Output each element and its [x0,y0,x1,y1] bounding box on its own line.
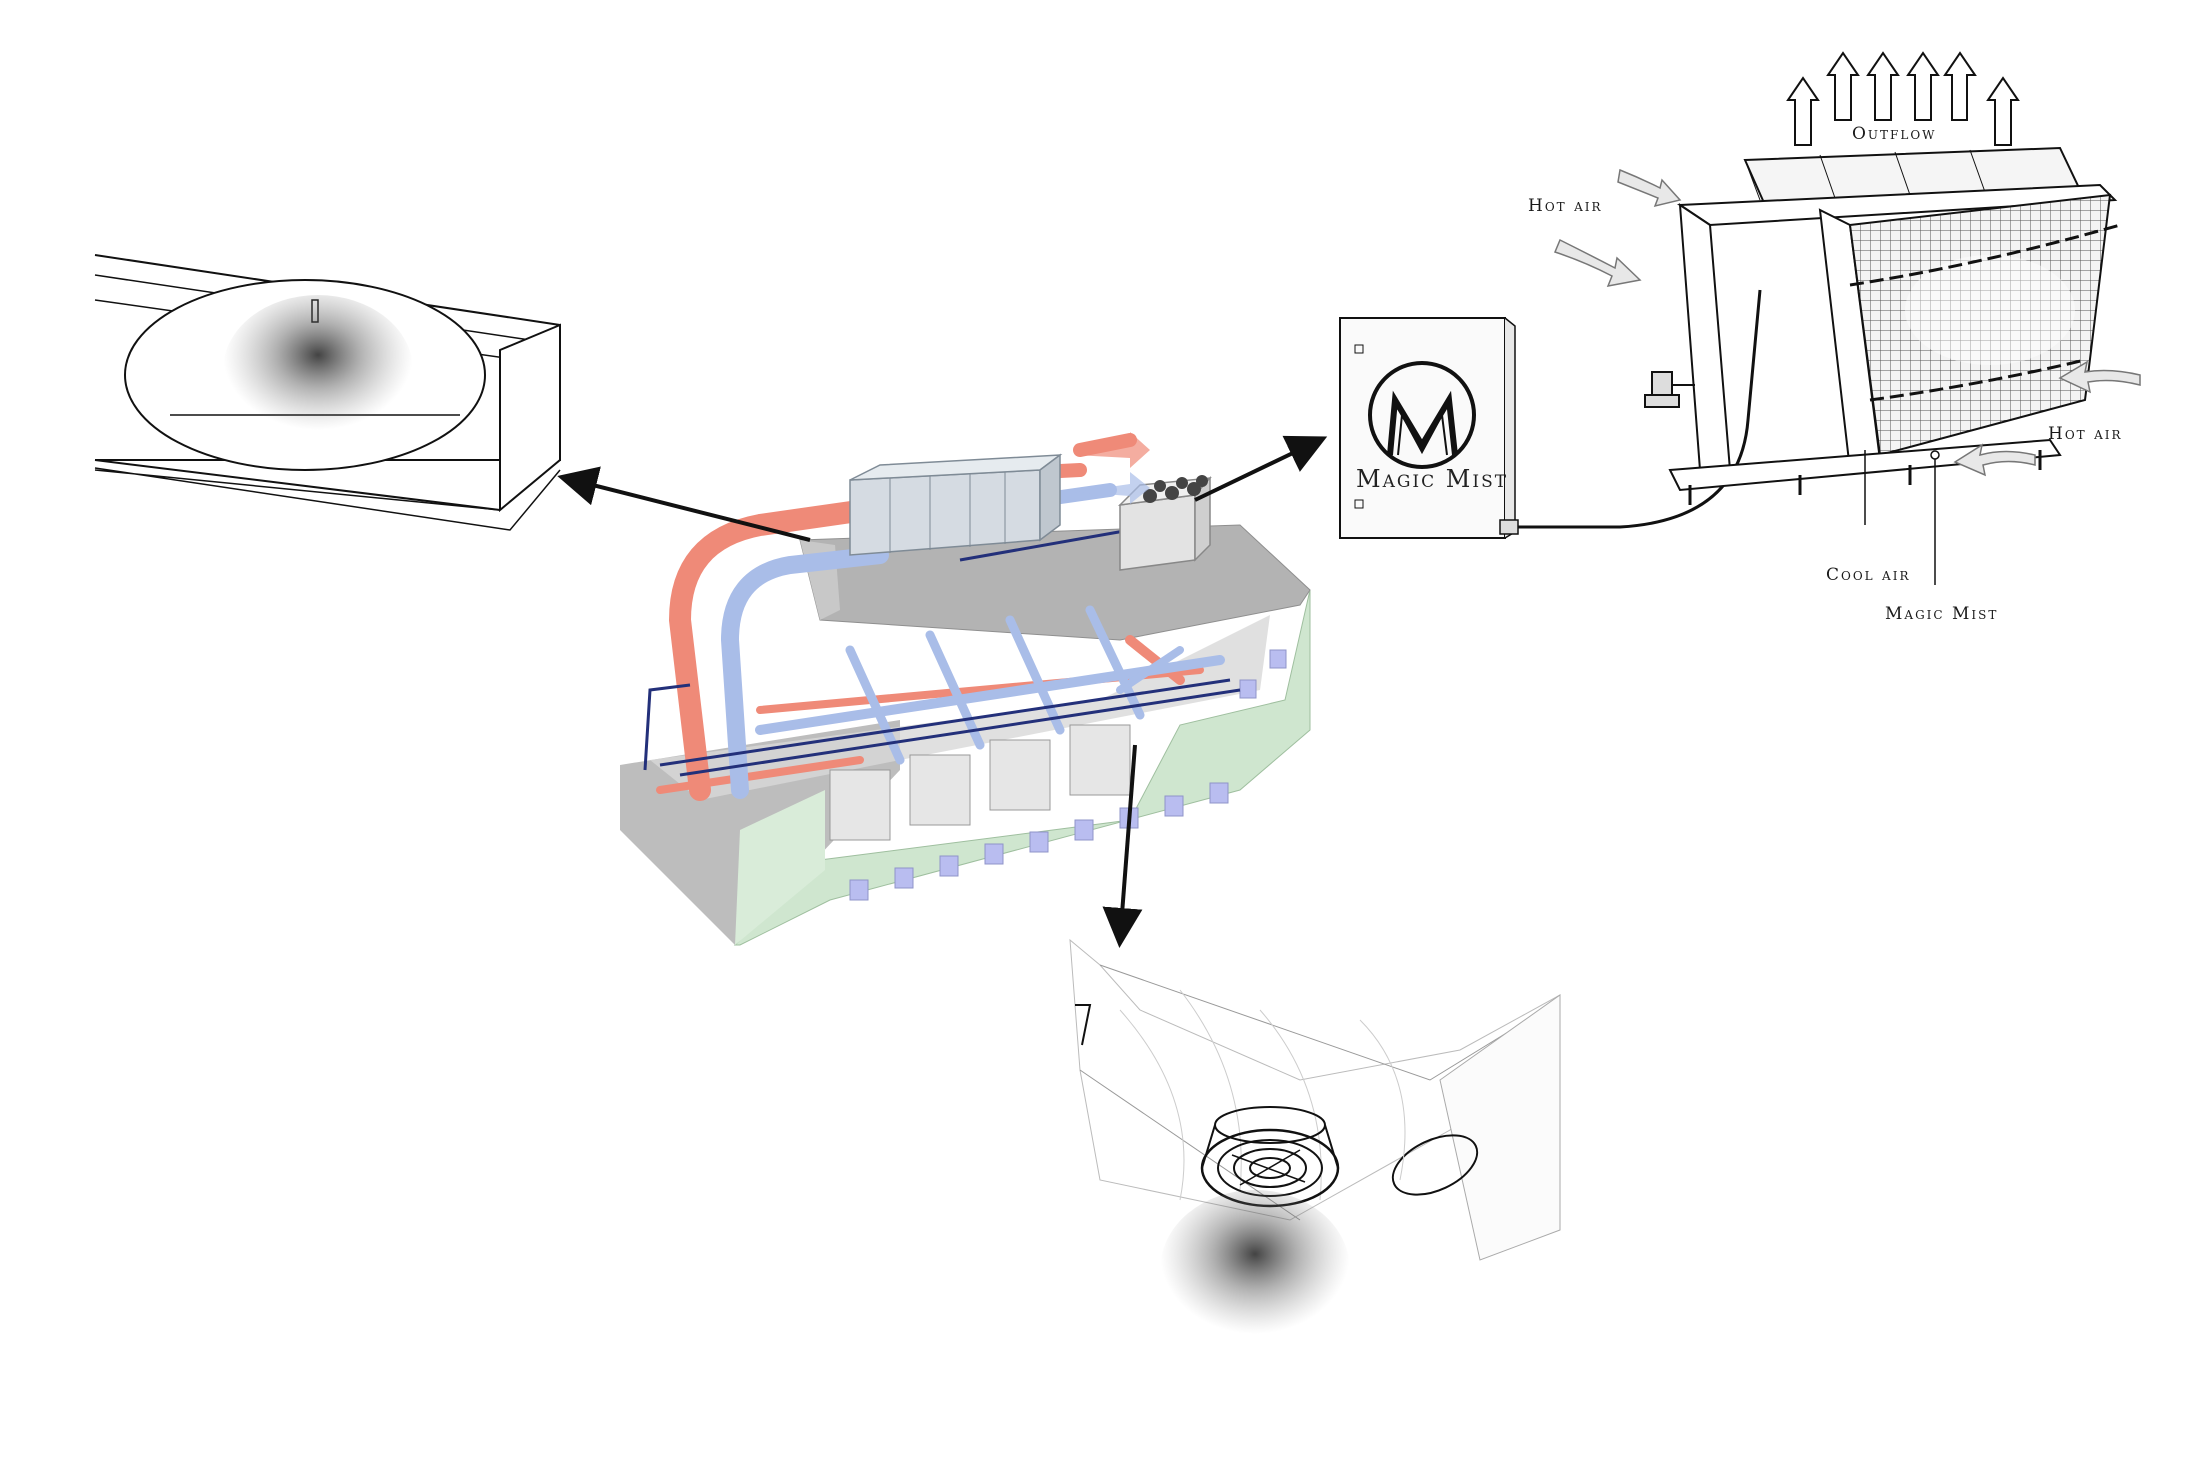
label-pointers [1864,450,1940,585]
label-cool-air: Cool air [1826,565,1911,585]
airflow-arrows [1075,432,1150,504]
coil-mesh [1848,193,2112,457]
supply-lines [643,528,1241,777]
pointer-arrows [557,435,1328,948]
outflow-arrows [1786,51,2020,146]
label-hot-air-right: Hot air [2048,424,2123,444]
condenser-unit [1553,51,2141,585]
valve-icon [1644,371,1695,408]
hot-air-arrows [1553,168,2141,477]
label-hot-air-top: Hot air [1528,196,1603,216]
cool-air-ducts [720,483,1225,799]
arrow-to-magic-mist-unit [1194,435,1328,502]
duct-nozzle-illustration [94,254,561,531]
supply-tube [1518,289,1762,529]
ceiling-diffuser-illustration [1069,938,1561,1350]
magic-mist-unit [1339,317,1519,539]
brand-name: Magic Mist [1356,465,1509,493]
air-handling-unit [849,453,1063,556]
mist-spray [223,295,413,445]
building-cutaway [620,432,1311,946]
magic-mist-logo [1368,361,1476,469]
diffuser-mist-spray [1160,1190,1350,1350]
label-outflow: Outflow [1852,124,1937,144]
label-magic-mist-pointer: Magic Mist [1885,604,1999,624]
arrow-to-duct-nozzle [557,466,811,542]
arrow-to-ceiling-diffuser [1102,744,1143,948]
